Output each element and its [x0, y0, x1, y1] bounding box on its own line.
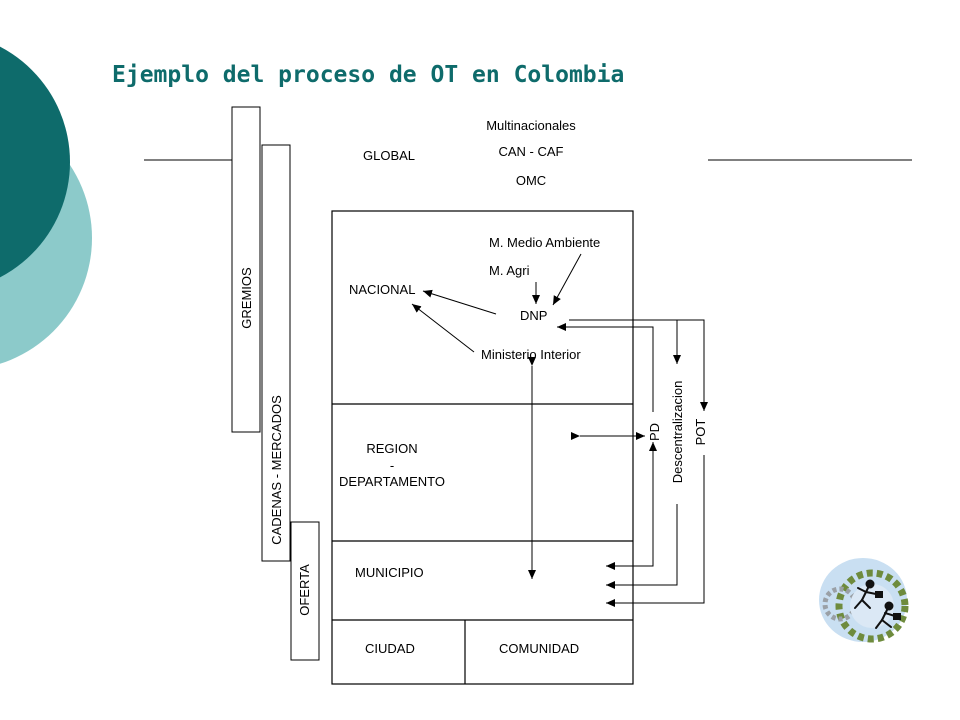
- arrow-pot-municipio: [606, 455, 705, 607]
- gremios-label: GREMIOS: [239, 267, 254, 329]
- actor-omc: OMC: [516, 173, 546, 188]
- instrument-pd: PD: [647, 423, 662, 441]
- level-municipio: MUNICIPIO: [355, 565, 424, 580]
- level-departamento: DEPARTAMENTO: [339, 474, 445, 489]
- level-comunidad: COMUNIDAD: [499, 641, 579, 656]
- actor-can-caf: CAN - CAF: [499, 144, 564, 159]
- business-people-gears-icon: [819, 558, 909, 643]
- oferta-label: OFERTA: [297, 564, 312, 616]
- actor-dnp: DNP: [520, 308, 547, 323]
- level-global: GLOBAL: [363, 148, 415, 163]
- arrow-pd-municipio: [606, 443, 654, 570]
- actor-multinacionales: Multinacionales: [486, 118, 576, 133]
- cadenas-label: CADENAS - MERCADOS: [269, 395, 284, 545]
- actor-interior: Ministerio Interior: [481, 347, 581, 362]
- main-box: [331, 210, 634, 685]
- instrument-pot: POT: [693, 419, 708, 446]
- arrow-pd-dnp: [557, 323, 654, 412]
- level-nacional: NACIONAL: [349, 282, 415, 297]
- slide-title: Ejemplo del proceso de OT en Colombia: [112, 62, 625, 88]
- arrow-interior-nacional: [411, 303, 475, 353]
- arrow-dnp-nacional: [422, 289, 497, 315]
- arrow-descentralizacion-municipio: [606, 504, 678, 589]
- actor-agri: M. Agri: [489, 263, 530, 278]
- arrows: [411, 253, 708, 607]
- arrow-dnp-pot: [677, 319, 708, 411]
- level-ciudad: CIUDAD: [365, 641, 415, 656]
- gremios-bar: [231, 106, 261, 433]
- actor-medio-ambiente: M. Medio Ambiente: [489, 235, 600, 250]
- level-region: REGION: [366, 441, 417, 456]
- level-region-dash: -: [390, 458, 394, 473]
- instrument-descentralizacion: Descentralizacion: [670, 381, 685, 484]
- arrow-medio-ambiente-dnp: [552, 253, 582, 306]
- oferta-bar: [290, 521, 320, 661]
- cadenas-bar: [261, 144, 291, 562]
- teal-decoration: [0, 46, 92, 364]
